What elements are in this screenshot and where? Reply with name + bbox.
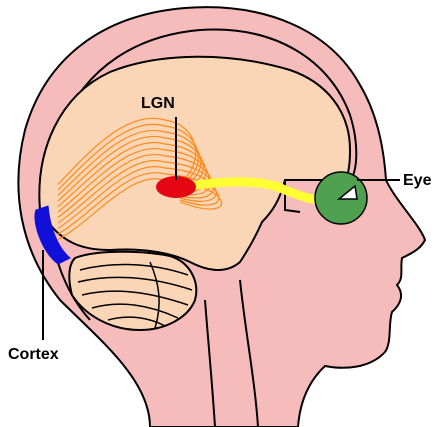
cortex-label: Cortex [8,346,59,363]
lgn-label: LGN [141,95,175,112]
eye-label: Eye [403,172,432,189]
